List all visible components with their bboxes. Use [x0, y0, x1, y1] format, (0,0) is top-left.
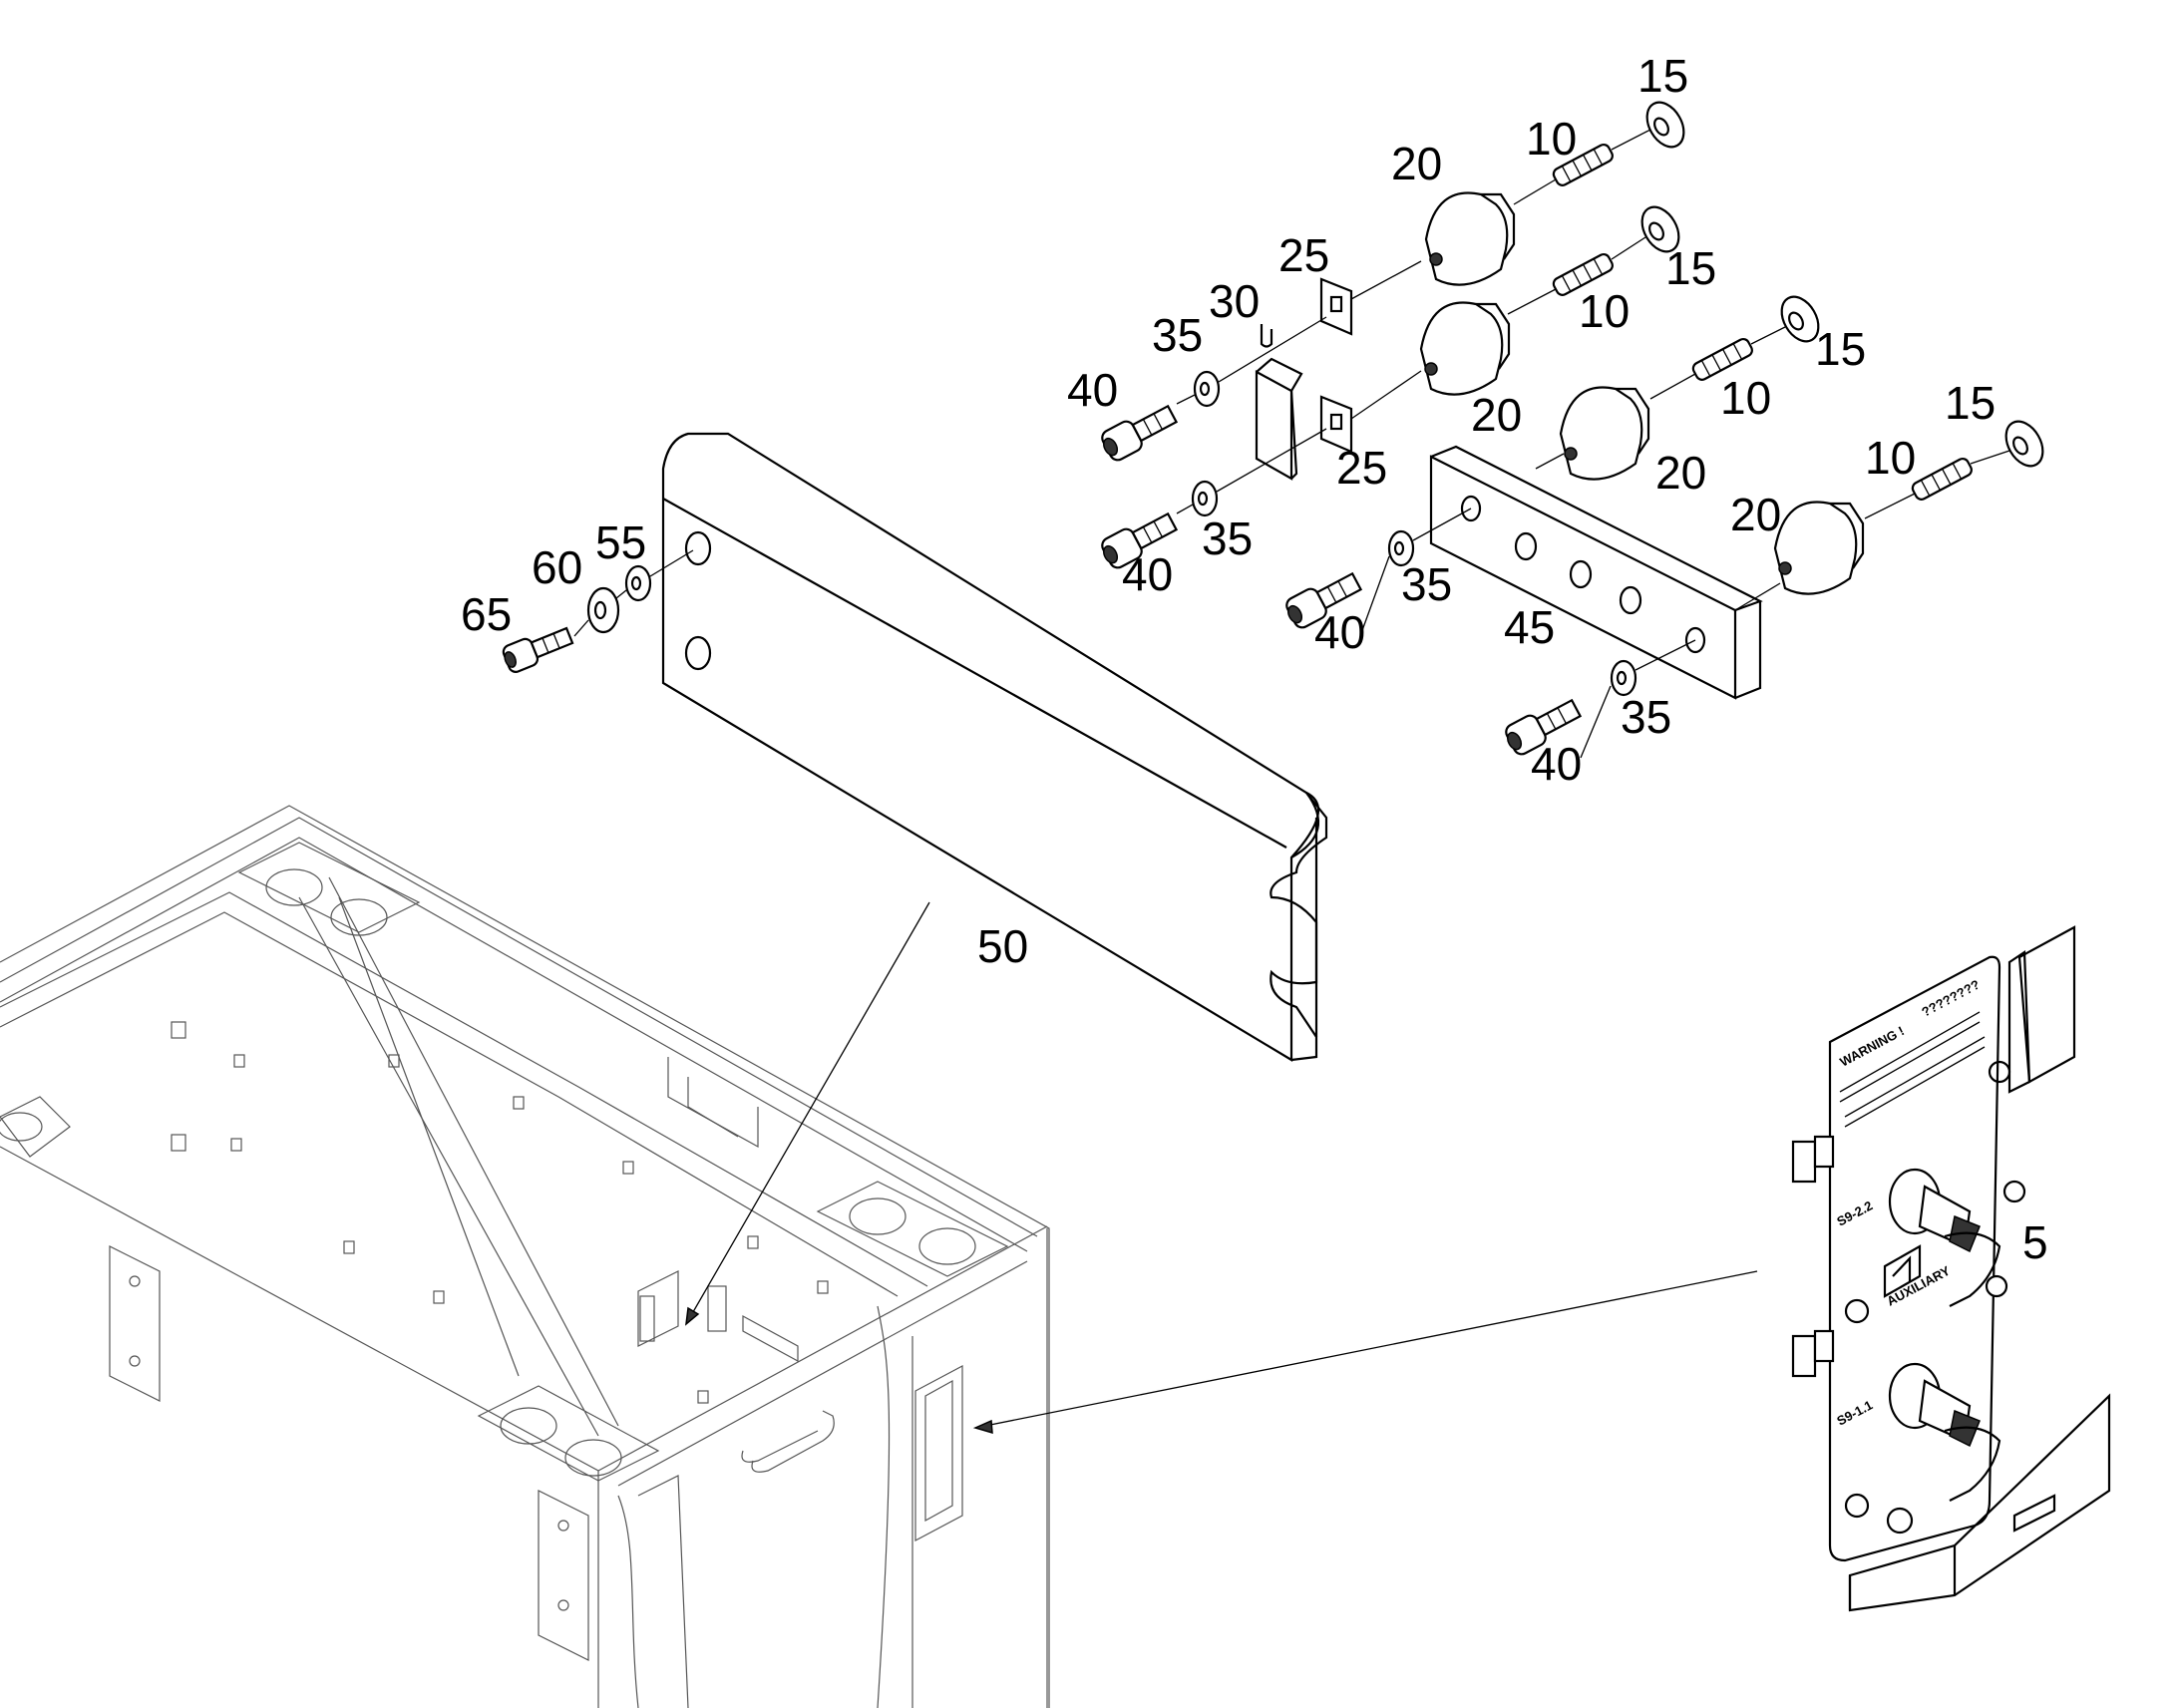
callout-15-c: 15	[1815, 323, 1866, 375]
callout-40-a: 40	[1067, 364, 1118, 416]
callout-35-b: 35	[1202, 512, 1253, 564]
part-30-bracket	[1255, 324, 1303, 481]
callout-50: 50	[977, 920, 1028, 972]
part-15-washers	[1640, 101, 2044, 468]
part-25-square-washers	[1319, 277, 1353, 454]
assembly-centerlines	[573, 129, 2010, 759]
callout-45: 45	[1504, 601, 1555, 653]
callout-10-b: 10	[1579, 285, 1630, 337]
callout-35-a: 35	[1152, 309, 1203, 361]
callout-40-b: 40	[1122, 548, 1173, 600]
leader-arrows	[685, 901, 1758, 1435]
callout-40-c: 40	[1314, 606, 1365, 658]
callout-5: 5	[2022, 1216, 2048, 1268]
callout-20-b: 20	[1471, 389, 1522, 441]
callout-10-c: 10	[1720, 372, 1771, 424]
callout-20-d: 20	[1730, 489, 1781, 540]
callout-35-d: 35	[1621, 691, 1671, 743]
part-60-flat-washer	[586, 586, 620, 634]
callout-10-d: 10	[1865, 432, 1916, 484]
cabinet-frame	[0, 805, 1050, 1708]
part-45-bar	[1429, 445, 1763, 700]
part-35-lock-washers	[1191, 370, 1637, 697]
callout-65: 65	[461, 588, 512, 640]
callout-10-a: 10	[1526, 113, 1577, 165]
part-50-plate	[661, 432, 1328, 1062]
callout-40-d: 40	[1531, 738, 1582, 790]
part-55-lock-washer	[624, 564, 652, 602]
part-5-switch-panel: WARNING ! ???????? S9-2.2 S9-1.1 AUXILIA…	[1791, 925, 2111, 1612]
part-40-cap-screws	[1101, 404, 1583, 756]
callout-25-a: 25	[1278, 229, 1329, 281]
callout-25-b: 25	[1336, 442, 1387, 494]
callout-30: 30	[1209, 275, 1260, 327]
callout-15-a: 15	[1637, 50, 1688, 102]
callout-60: 60	[532, 541, 582, 593]
callout-20-c: 20	[1655, 447, 1706, 499]
callout-55: 55	[595, 516, 646, 568]
callout-35-c: 35	[1401, 558, 1452, 610]
switch-knob-bottom	[1888, 1362, 2001, 1502]
part-65-cap-screw	[502, 626, 574, 673]
callout-labels: 15 20 10 25 30 15 10 35 15 40 20 10 25 1…	[461, 50, 2048, 1268]
callout-20-a: 20	[1391, 138, 1442, 189]
callout-15-d: 15	[1945, 377, 1996, 429]
switch-knob-top	[1888, 1168, 2001, 1307]
part-20-insulators	[1419, 191, 1865, 595]
callout-15-b: 15	[1665, 242, 1716, 294]
